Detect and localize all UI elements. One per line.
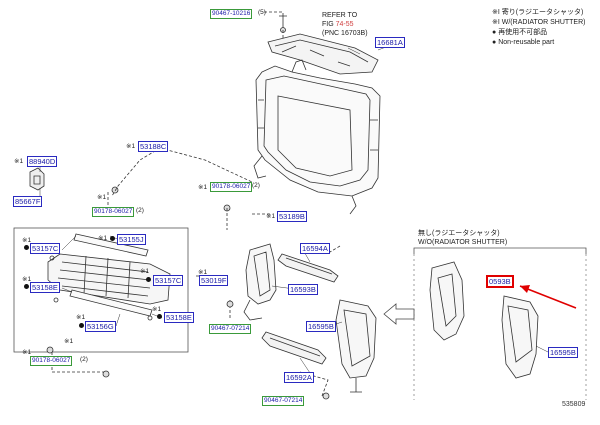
- mark-53156G: ※1: [76, 314, 86, 321]
- part-53155J[interactable]: 53155J: [117, 234, 146, 245]
- mark-53158E-r: ※1: [152, 306, 162, 313]
- legend-line-4-text: Non-reusable part: [498, 39, 555, 46]
- qty-90178-06027-a: (2): [136, 207, 144, 214]
- part-0593B-highlighted[interactable]: 0593B: [486, 275, 514, 288]
- non-reusable-dot-icon: [79, 323, 84, 328]
- non-reusable-dot-icon: [24, 245, 29, 250]
- mark-53157C-l: ※1: [22, 237, 32, 244]
- highlight-arrow: [519, 285, 577, 309]
- wo-note-line-2: W/O(RADIATOR SHUTTER): [418, 239, 508, 246]
- part-16592A[interactable]: 16592A: [284, 372, 314, 383]
- part-53019F[interactable]: 53019F: [199, 275, 229, 286]
- qty-90178-06027-c: (2): [80, 356, 88, 363]
- shutter-assembly-box: [13, 227, 189, 353]
- qty-90178-06027-b: (2): [252, 182, 260, 189]
- refer-fig-link[interactable]: 74-55: [335, 21, 354, 28]
- part-53158E-left[interactable]: 53158E: [30, 282, 60, 293]
- refer-line-1: REFER TO: [322, 12, 358, 19]
- legend-line-1: ※I 寄り(ラジエータシャッタ): [492, 9, 584, 16]
- legend: ※I 寄り(ラジエータシャッタ) ※I W/(RADIATOR SHUTTER)…: [492, 8, 586, 48]
- part-53158E-right[interactable]: 53158E: [164, 312, 194, 323]
- mark-90178-b: ※1: [198, 184, 208, 191]
- mark-90178-a: ※1: [97, 194, 107, 201]
- part-90467-07214-a[interactable]: 90467-07214: [209, 324, 252, 334]
- mark-53157C-r: ※1: [140, 268, 150, 275]
- part-53157C-left[interactable]: 53157C: [30, 243, 61, 254]
- wo-shutter-note: 無し(ラジエータシャッタ) W/O(RADIATOR SHUTTER): [418, 229, 507, 247]
- refer-line-3: (PNC 16703B): [322, 30, 368, 37]
- radiator-support-frame: [253, 59, 381, 215]
- part-16595B-right[interactable]: 16595B: [548, 347, 578, 358]
- part-16593B-center[interactable]: 16593B: [288, 284, 318, 295]
- direction-arrow: [383, 303, 415, 325]
- mark-90178-c: ※1: [64, 338, 74, 345]
- non-reusable-dot-icon: ●: [492, 39, 497, 46]
- mark-90178-c2: ※1: [22, 349, 32, 356]
- part-16681A[interactable]: 16681A: [375, 37, 405, 48]
- wo-note-line-1: 無し(ラジエータシャッタ): [418, 230, 500, 237]
- part-53157C-right[interactable]: 53157C: [153, 275, 184, 286]
- mark-53188C: ※1: [126, 143, 136, 150]
- radiator-upper-seal: [267, 33, 379, 75]
- part-53188C[interactable]: 53188C: [138, 141, 169, 152]
- legend-line-3-text: 再使用不可部品: [498, 29, 548, 36]
- non-reusable-dot-icon: ●: [492, 29, 497, 36]
- air-guide-lower-center: [335, 299, 377, 379]
- mark-53158E-l: ※1: [22, 276, 32, 283]
- part-90178-06027-c[interactable]: 90178-06027: [30, 356, 73, 366]
- non-reusable-dot-icon: [24, 284, 29, 289]
- part-90467-07214-b[interactable]: 90467-07214: [262, 396, 305, 406]
- seal-bar-16594A: [277, 253, 339, 283]
- mark-53019F: ※1: [198, 269, 208, 276]
- part-85667F[interactable]: 85667F: [13, 196, 43, 207]
- non-reusable-dot-icon: [146, 277, 151, 282]
- part-53189B[interactable]: 53189B: [277, 211, 307, 222]
- clip-part: [29, 167, 45, 191]
- image-code: 535809: [562, 401, 586, 408]
- part-90178-06027-a[interactable]: 90178-06027: [92, 207, 135, 217]
- legend-line-2: ※I W/(RADIATOR SHUTTER): [492, 19, 586, 26]
- part-16594A[interactable]: 16594A: [300, 243, 330, 254]
- air-guide-upper-left: [245, 243, 277, 305]
- part-90467-10216[interactable]: 90467-10216: [210, 9, 253, 19]
- non-reusable-dot-icon: [157, 314, 162, 319]
- refer-fig-prefix: FIG: [322, 21, 336, 28]
- legend-line-3: ● 再使用不可部品: [492, 28, 586, 38]
- mark-53155J: ※1: [98, 235, 108, 242]
- part-16595B-center[interactable]: 16595B: [306, 321, 336, 332]
- refer-note: REFER TO FIG 74-55 (PNC 16703B): [322, 11, 368, 38]
- part-90178-06027-b[interactable]: 90178-06027: [210, 182, 253, 192]
- non-reusable-dot-icon: [110, 236, 115, 241]
- part-88940D[interactable]: 88940D: [27, 156, 58, 167]
- refer-line-2[interactable]: FIG 74-55: [322, 20, 368, 29]
- mark-88940D: ※1: [14, 158, 24, 165]
- seal-bar-16592A: [261, 331, 327, 365]
- legend-line-4: ● Non-reusable part: [492, 38, 586, 48]
- part-53156G[interactable]: 53156G: [85, 321, 116, 332]
- qty-90467-10216: (5): [258, 9, 266, 16]
- air-guide-right-upper: [429, 261, 465, 341]
- mark-53189B: ※1: [266, 213, 276, 220]
